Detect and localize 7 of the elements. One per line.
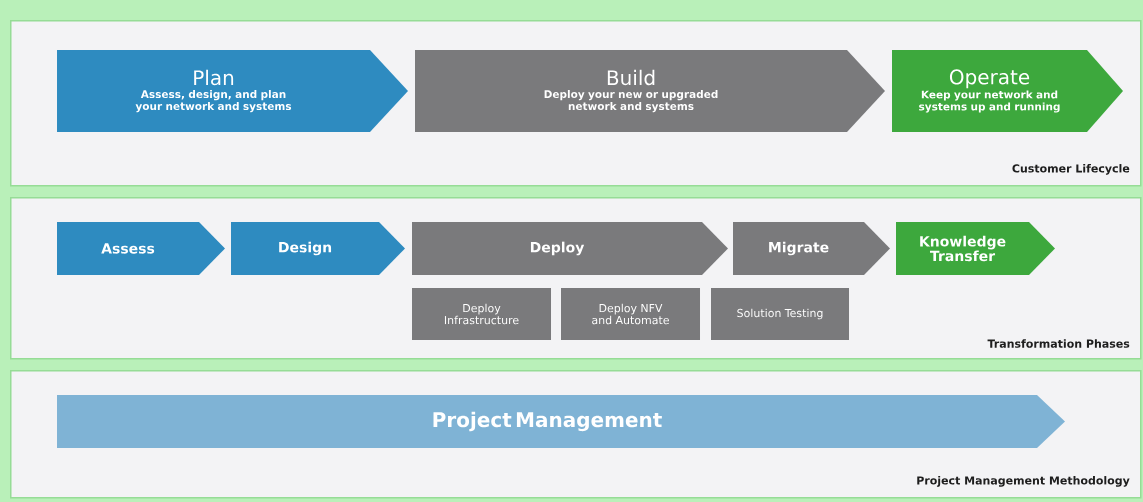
phase-box: Deploy NFV and Automate xyxy=(561,288,700,340)
phase-banner: Deploy xyxy=(412,222,728,275)
phase-banner: Plan Assess, design, and plan your network and systems xyxy=(57,50,408,132)
phase-box: Solution Testing xyxy=(711,288,849,340)
phase-box: Deploy Infrastructure xyxy=(412,288,551,340)
phase-banner: Project Management xyxy=(57,395,1065,448)
phase-banner: Build Deploy your new or upgraded network and systems xyxy=(415,50,885,132)
